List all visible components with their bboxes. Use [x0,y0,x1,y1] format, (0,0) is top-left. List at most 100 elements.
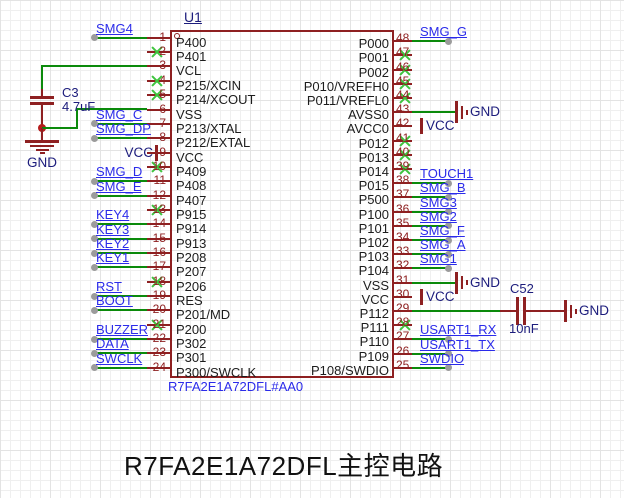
net-wire-SWDIO[interactable] [410,366,450,369]
net-wire-USART1_TX[interactable] [410,352,450,355]
gnd-symbol-bar4[interactable] [39,152,45,154]
gnd-symbol-bar3[interactable] [465,109,468,115]
chip-part-number[interactable]: R7FA2E1A72DFL#AA0 [168,379,304,394]
gnd-symbol-bar3[interactable] [35,148,49,151]
net-label-SWDIO[interactable]: SWDIO [420,350,465,366]
chip-u1-body[interactable] [170,30,394,378]
net-wire-KEY1[interactable] [94,266,148,268]
net-label-SMG_B[interactable]: SMG_B [420,180,466,195]
net-label-KEY3[interactable]: KEY3 [96,221,130,237]
net-label-SMG3[interactable]: SMG3 [420,194,457,210]
net-label-SMG_F[interactable]: SMG_F [420,223,465,238]
wire-vcl-c3-vertical[interactable] [41,65,43,90]
vcc-flag-bar[interactable] [420,288,423,305]
net-wire-SMG_F[interactable] [410,239,450,241]
vcc-flag-bar[interactable] [420,118,423,134]
net-wire-BUZZER[interactable] [94,338,148,340]
net-wire-KEY3[interactable] [94,237,148,240]
pin-stub-7[interactable] [147,122,170,125]
schematic-title[interactable]: R7FA2E1A72DFL主控电路 [124,451,444,481]
wire[interactable] [412,111,456,113]
pin-stub-31[interactable] [394,281,412,284]
net-label-SMG_DP[interactable]: SMG_DP [96,121,151,136]
pin-stub-37[interactable] [394,196,412,198]
gnd-symbol-bar1[interactable] [455,271,458,294]
c3-bottom-lead[interactable] [41,104,43,129]
pin-stub-19[interactable] [147,295,170,297]
net-label-KEY2[interactable]: KEY2 [96,236,130,251]
pin-stub-16[interactable] [147,252,170,254]
pin-stub-9[interactable] [147,151,170,154]
pin-stub-30[interactable] [394,295,412,298]
net-label-SWCLK[interactable]: SWCLK [96,350,143,366]
c3-value[interactable]: 4.7uF [62,99,96,114]
net-label-USART1_RX[interactable]: USART1_RX [420,322,497,337]
net-wire-SMG_E[interactable] [94,194,148,197]
wire[interactable] [412,281,456,284]
wire-vss-c3-h2[interactable] [76,108,147,110]
gnd-symbol-bar2[interactable] [460,276,463,289]
pin-stub-34[interactable] [394,239,412,241]
gnd-flag-label[interactable]: GND [470,274,500,290]
gnd-symbol-bar3[interactable] [465,280,468,285]
pin-stub-20[interactable] [147,309,170,311]
net-wire-SMG_A[interactable] [410,253,450,255]
net-wire-SMG3[interactable] [410,210,450,213]
net-label-USART1_TX[interactable]: USART1_TX [420,336,495,352]
c3-top-lead[interactable] [41,89,43,97]
c3-top-plate[interactable] [30,96,54,99]
net-wire-BOOT[interactable] [94,309,148,311]
pin-stub-15[interactable] [147,237,170,240]
net-wire-KEY2[interactable] [94,252,148,254]
net-label-SMG4[interactable]: SMG4 [96,20,133,36]
net-wire-SWCLK[interactable] [94,366,148,369]
net-label-SMG_E[interactable]: SMG_E [96,178,142,194]
net-wire-SMG4[interactable] [94,36,148,39]
gnd-symbol-stem[interactable] [41,128,43,141]
c52-value[interactable]: 10nF [509,321,539,336]
net-wire-USART1_RX[interactable] [410,338,450,340]
net-label-KEY1[interactable]: KEY1 [96,250,130,265]
gnd-symbol-bar1[interactable] [455,101,458,123]
net-wire-SMG2[interactable] [410,224,450,227]
net-label-SMG_D[interactable]: SMG_D [96,164,143,179]
c52-right-lead[interactable] [525,310,565,312]
wire-vss-c3-h1[interactable] [42,127,78,129]
net-label-SMG2[interactable]: SMG2 [420,208,457,224]
net-label-TOUCH1[interactable]: TOUCH1 [420,166,474,181]
pin-stub-26[interactable] [394,352,412,355]
pin-stub-3[interactable] [147,65,170,67]
net-label-SMG_G[interactable]: SMG_G [420,24,467,39]
c3-refdes[interactable]: C3 [62,85,79,100]
pin-stub-24[interactable] [147,366,170,369]
net-wire-TOUCH1[interactable] [410,182,450,184]
pin-stub-43[interactable] [394,111,412,113]
pin-stub-33[interactable] [394,253,412,255]
pin-stub-11[interactable] [147,180,170,182]
pin-stub-6[interactable] [147,108,170,111]
wire-p112-c52[interactable] [410,310,501,312]
chip-refdes[interactable]: U1 [184,9,202,25]
gnd-flag-label[interactable]: GND [27,155,57,170]
net-wire-SMG_DP[interactable] [94,137,148,139]
pin-stub-12[interactable] [147,194,170,197]
net-wire-SMG1[interactable] [410,267,450,269]
net-wire-KEY4[interactable] [94,223,148,225]
pin-stub-36[interactable] [394,210,412,213]
pin-stub-42[interactable] [394,125,412,127]
gnd-symbol-bar1[interactable] [25,140,59,143]
pin-stub-38[interactable] [394,182,412,184]
vcc-flag-label[interactable]: VCC [426,118,455,133]
pin-stub-17[interactable] [147,266,170,268]
pin-stub-25[interactable] [394,366,412,369]
gnd-flag-label[interactable]: GND [579,303,609,318]
net-label-BUZZER[interactable]: BUZZER [96,322,148,337]
c52-left-plate[interactable] [516,297,519,325]
net-wire-RST[interactable] [94,295,148,297]
net-wire-SMG_C[interactable] [94,122,148,125]
pin-stub-14[interactable] [147,223,170,225]
gnd-symbol-bar2[interactable] [569,304,572,318]
pin-stub-23[interactable] [147,352,170,354]
net-label-SMG1[interactable]: SMG1 [420,251,457,266]
net-label-BOOT[interactable]: BOOT [96,293,133,308]
